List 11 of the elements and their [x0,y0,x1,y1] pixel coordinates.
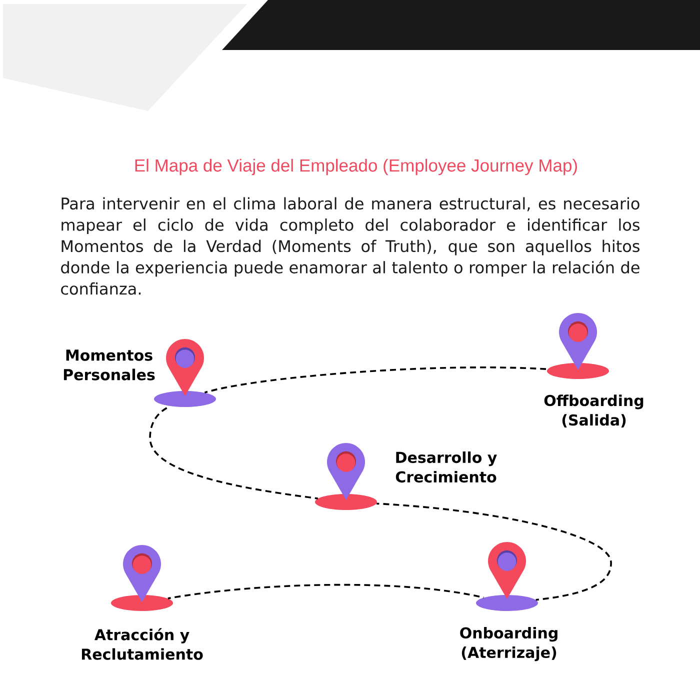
paragraph: Para intervenir en el clima laboral de manera estructural, es necesario mapear el ciclo de vida completo del colaborador e identificar los Momentos de la Verdad (Moments of Truth), que son aquellos hitos donde la experiencia puede enamorar al talento o romper la relación de confianza. [61,197,640,295]
dashed-path [376,502,612,601]
pin-label: Onboarding (Aterrizaje) [460,626,558,662]
pin-label: Momentos Personales [64,350,155,380]
title: El Mapa de Viaje del Empleado (Employee Journey Map) [135,158,577,176]
pin-label: Atracción y Reclutamiento [82,628,203,660]
pin-label: Offboarding (Salida) [544,394,644,428]
dashed-path [168,584,484,600]
dashed-path [149,405,318,500]
pin-label: Desarrollo y Crecimiento [396,451,497,483]
dashed-path [204,366,548,394]
